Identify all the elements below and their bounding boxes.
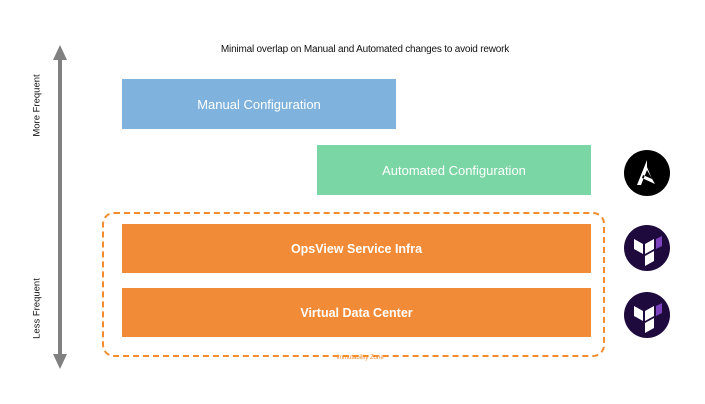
- virtual-data-center-layer: Virtual Data Center: [122, 288, 591, 337]
- axis-label-more-frequent: More Frequent: [31, 74, 43, 137]
- opsview-service-infra-layer: OpsView Service Infra: [122, 224, 591, 273]
- automated-configuration-layer: Automated Configuration: [317, 145, 591, 195]
- diagram-caption: Minimal overlap on Manual and Automated …: [220, 44, 510, 55]
- terraform-logo-icon: [624, 292, 670, 338]
- ansible-logo-icon: [624, 150, 670, 196]
- terraform-logo-icon: [624, 225, 670, 271]
- axis-label-less-frequent: Less Frequent: [31, 278, 43, 339]
- immutability-zone-frame: [102, 212, 605, 357]
- immutability-zone-label: Immutability Zone: [336, 355, 384, 361]
- manual-configuration-layer: Manual Configuration: [122, 79, 396, 129]
